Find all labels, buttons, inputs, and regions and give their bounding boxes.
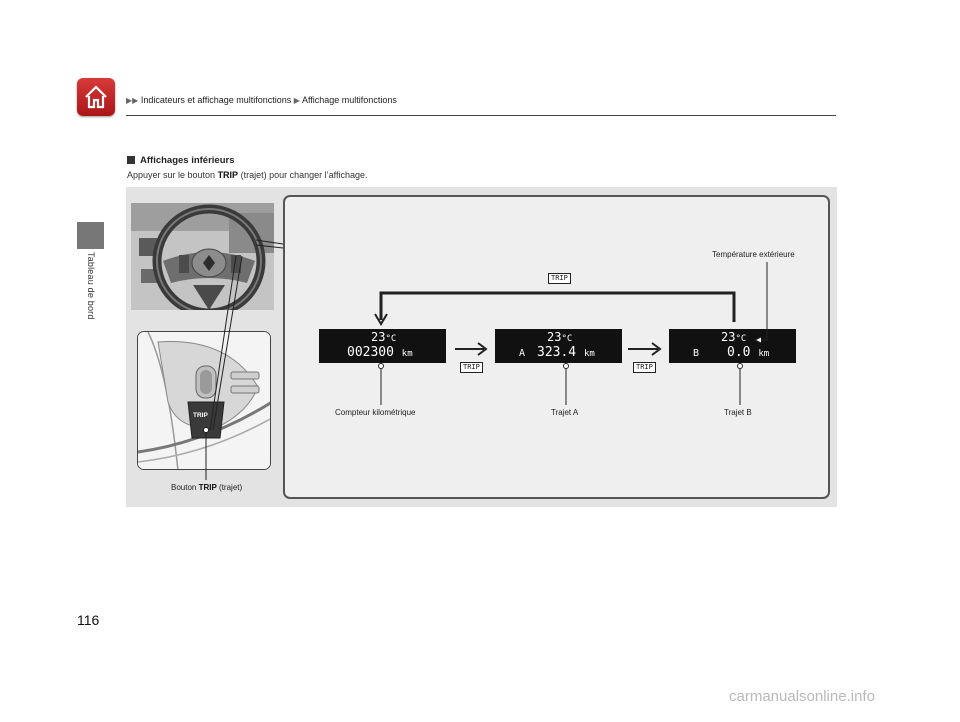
lcd-value: 002300 km <box>347 345 413 360</box>
lcd-odometer: 23°C 002300 km <box>319 329 446 363</box>
body-text-bold: TRIP <box>217 170 239 180</box>
lcd-trip-b: 23°C B 0.0 km <box>669 329 796 363</box>
odometer-unit: km <box>401 349 413 359</box>
home-button[interactable] <box>77 78 115 116</box>
header-divider <box>126 115 836 116</box>
breadcrumb-item-indicators[interactable]: Indicateurs et affichage multifonctions <box>140 95 292 105</box>
callout-trip-a: Trajet A <box>551 408 579 417</box>
trip-a-unit: km <box>583 349 595 359</box>
body-text-start: Appuyer sur le bouton <box>127 170 218 180</box>
lcd-value: 0.0 km <box>727 345 769 360</box>
trip-press-label-1: TRIP <box>460 362 483 373</box>
callout-odometer: Compteur kilométrique <box>335 408 416 417</box>
section-title: Affichages inférieurs <box>127 155 235 166</box>
breadcrumb: ▶▶ Indicateurs et affichage multifonctio… <box>126 95 397 105</box>
odometer-value: 002300 <box>347 345 394 360</box>
chapter-label: Tableau de bord <box>86 252 96 320</box>
trip-press-label-top: TRIP <box>548 273 571 284</box>
lcd-temp-value: 23 <box>721 330 736 344</box>
lcd-temp: 23°C <box>721 330 746 344</box>
section-title-text: Affichages inférieurs <box>140 155 235 166</box>
callout-button-text: Bouton <box>171 483 199 492</box>
bullet-square-icon <box>127 156 135 164</box>
section-body: Appuyer sur le bouton TRIP (trajet) pour… <box>127 170 367 180</box>
trip-press-label-2: TRIP <box>633 362 656 373</box>
lcd-trip-a: 23°C A 323.4 km <box>495 329 622 363</box>
trip-b-unit: km <box>758 349 770 359</box>
callout-button-text-end: (trajet) <box>216 483 243 492</box>
breadcrumb-arrow-icon: ▶▶ <box>126 96 139 105</box>
trip-button-closeup <box>137 331 271 470</box>
page-number: 116 <box>77 612 100 628</box>
body-text-end: (trajet) pour changer l’affichage. <box>238 170 368 180</box>
trip-a-value: 323.4 <box>537 345 577 360</box>
lcd-temp-unit: °C <box>735 334 747 344</box>
breadcrumb-item-multi-display[interactable]: Affichage multifonctions <box>301 95 397 105</box>
callout-trip-button: Bouton TRIP (trajet) <box>171 483 242 492</box>
steering-wheel-photo <box>131 203 274 310</box>
lcd-temp-value: 23 <box>547 330 562 344</box>
trip-a-letter: A <box>519 348 526 359</box>
home-icon <box>85 85 107 109</box>
callout-outside-temp: Température extérieure <box>712 250 795 259</box>
watermark: carmanualsonline.info <box>729 688 875 705</box>
lcd-temp: 23°C <box>371 330 396 344</box>
breadcrumb-arrow-icon: ▶ <box>293 96 300 105</box>
chapter-tab[interactable] <box>77 222 104 249</box>
trip-b-value: 0.0 <box>727 345 751 360</box>
lcd-temp: 23°C <box>547 330 572 344</box>
trip-button-label[interactable]: TRIP <box>193 412 208 419</box>
lcd-temp-unit: °C <box>385 334 397 344</box>
lcd-temp-value: 23 <box>371 330 386 344</box>
lcd-value: 323.4 km <box>537 345 595 360</box>
callout-trip-b: Trajet B <box>724 408 752 417</box>
lcd-temp-unit: °C <box>561 334 573 344</box>
trip-b-letter: B <box>693 348 700 359</box>
callout-button-bold: TRIP <box>198 483 217 492</box>
